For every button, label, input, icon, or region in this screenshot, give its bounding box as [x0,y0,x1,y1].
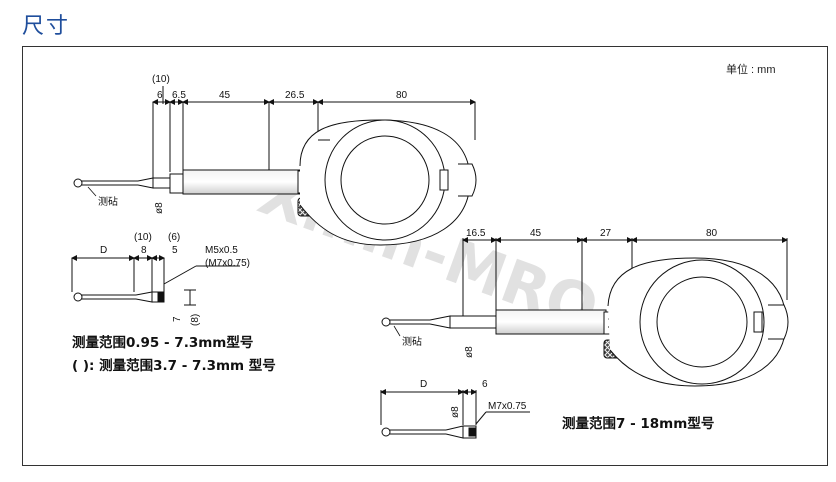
detail-dia-7: 7 [172,316,183,322]
dim-upper-6-5: 6.5 [172,90,186,101]
lower-detail [380,389,530,439]
detail-dia-8: (8) [190,314,201,326]
dim-upper-45: 45 [219,90,231,101]
dim-detail-10: (10) [134,232,152,243]
dim-lower-45: 45 [530,228,542,239]
upper-gauge-labels: (10) 6 6.5 45 26.5 80 测砧 ø8 [98,74,408,214]
upper-probe-label: 测砧 [98,195,118,208]
dim-lower-80: 80 [706,228,718,239]
dim-lower-16-5: 16.5 [466,228,486,239]
dim-detail-5: 5 [172,245,178,256]
dim-upper-6: 6 [157,90,163,101]
lower-probe-leader [393,325,401,337]
dim-upper-80: 80 [396,90,408,101]
lower-detail-labels: D 6 M7x0.75 ø8 [420,379,527,418]
dim-upper-26-5: 26.5 [285,90,305,101]
dim-lower-detail-D: D [420,379,427,390]
upper-detail [71,255,240,306]
lower-detail-dia: ø8 [450,406,461,418]
unit-label: 单位 : mm [726,62,776,76]
lower-probe-label: 测砧 [402,335,422,348]
thread-m7: (M7x0.75) [205,258,250,269]
page-title: 尺寸 [22,14,71,39]
lower-diameter-label: ø8 [464,346,475,358]
lower-gauge [381,237,789,387]
upper-caption-note: ( ): 测量范围3.7 - 7.3mm 型号 [72,357,276,374]
dim-detail-8: 8 [141,245,147,256]
dim-detail-D: D [100,245,107,256]
dim-lower-detail-6: 6 [482,379,488,390]
thread-lower-m7: M7x0.75 [488,401,527,412]
dim-upper-10: (10) [152,74,170,85]
lower-caption-range: 测量范围7 - 18mm型号 [562,415,714,432]
dim-lower-27: 27 [600,228,612,239]
upper-gauge [73,86,477,246]
lower-gauge-labels: 16.5 45 27 80 测砧 ø8 [402,228,718,358]
thread-m5: M5x0.5 [205,245,238,256]
upper-probe-leader [87,186,97,197]
upper-diameter-label: ø8 [154,202,165,214]
upper-caption-range: 测量范围0.95 - 7.3mm型号 [72,334,253,351]
dim-detail-6: (6) [168,232,180,243]
upper-detail-labels: D (10) 8 (6) 5 M5x0.5 (M7x0.75) 7 (8) [100,232,250,326]
